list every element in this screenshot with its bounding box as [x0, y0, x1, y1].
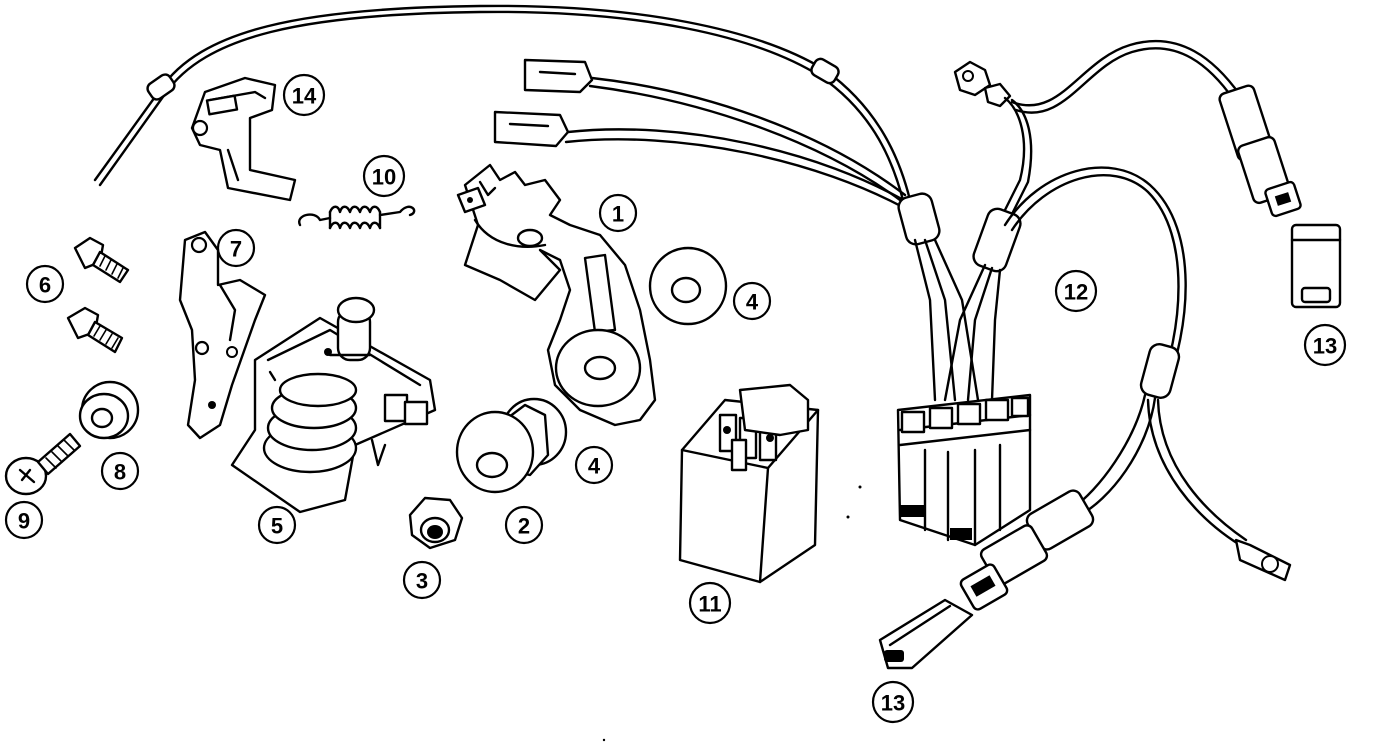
callout-10: 10	[362, 154, 406, 198]
svg-text:1: 1	[612, 202, 624, 227]
svg-text:12: 12	[1064, 280, 1088, 305]
angle-bracket	[178, 230, 267, 440]
svg-text:14: 14	[292, 84, 317, 109]
callout-8: 8	[100, 451, 140, 491]
hex-nut	[408, 496, 464, 550]
svg-text:9: 9	[18, 509, 30, 534]
screw	[4, 432, 82, 496]
callout-6: 6	[25, 264, 65, 304]
svg-text:4: 4	[746, 290, 759, 315]
bolt-upper	[73, 236, 130, 284]
callout-7: 7	[216, 228, 256, 268]
wiring-harness	[93, 4, 1342, 670]
svg-text:4: 4	[588, 454, 601, 479]
svg-text:13: 13	[1313, 334, 1337, 359]
relay	[678, 383, 820, 584]
callout-14: 14	[282, 73, 326, 117]
svg-text:8: 8	[114, 460, 126, 485]
svg-text:10: 10	[372, 165, 396, 190]
svg-text:13: 13	[881, 691, 905, 716]
svg-text:7: 7	[230, 237, 242, 262]
callout-5: 5	[257, 505, 297, 545]
callout-3: 3	[402, 560, 442, 600]
tension-spring	[298, 205, 416, 230]
svg-text:11: 11	[698, 592, 721, 617]
callout-1: 1	[598, 193, 638, 233]
svg-text:5: 5	[271, 514, 283, 539]
pulley-and-washer	[455, 397, 568, 494]
svg-text:2: 2	[518, 514, 530, 539]
lever-plate	[456, 163, 657, 427]
grommet-washer	[78, 380, 140, 440]
bolt-lower	[66, 306, 124, 354]
callout-13-bottom: 13	[871, 680, 915, 724]
callout-2: 2	[504, 505, 544, 545]
svg-text:3: 3	[416, 569, 428, 594]
callout-4-lower: 4	[574, 445, 614, 485]
washer-upper	[648, 246, 728, 326]
callout-4-upper: 4	[732, 281, 772, 321]
solenoid	[230, 296, 437, 514]
svg-text:6: 6	[39, 273, 51, 298]
callout-9: 9	[4, 500, 44, 540]
callout-11: 11	[688, 581, 732, 625]
callout-13-right: 13	[1303, 323, 1347, 367]
callout-12: 12	[1054, 269, 1098, 313]
mounting-bracket	[190, 76, 297, 202]
